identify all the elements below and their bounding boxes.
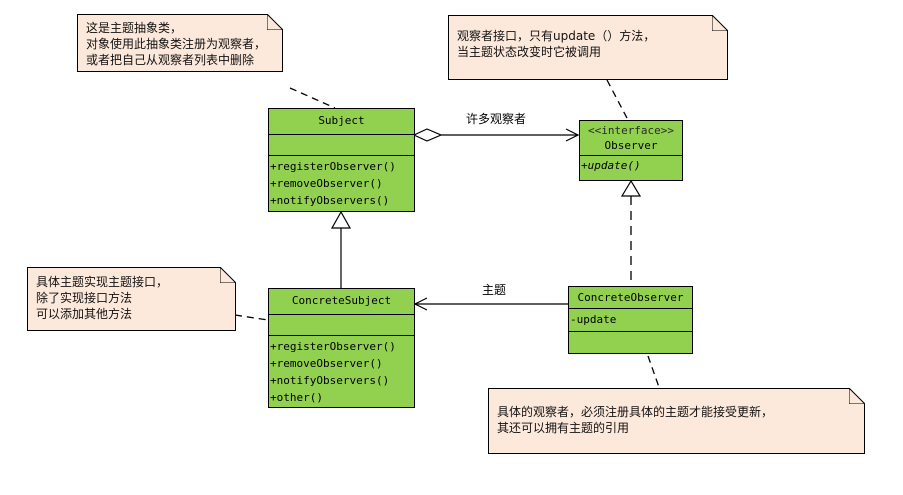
class-observer[interactable]: <<interface>> Observer +update() xyxy=(579,120,683,181)
operation: +update() xyxy=(581,159,641,172)
note-line: 或者把自己从观察者列表中删除 xyxy=(86,53,255,67)
operation: +removeObserver() xyxy=(270,177,383,190)
class-concrete-subject[interactable]: ConcreteSubject +registerObserver() +rem… xyxy=(268,288,415,408)
subject-note-anchor xyxy=(289,87,336,109)
class-name: ConcreteObserver xyxy=(577,291,684,304)
note-line: 其还可以拥有主题的引用 xyxy=(497,421,630,435)
note-line: 当主题状态改变时它被调用 xyxy=(457,45,602,59)
class-name: Observer xyxy=(604,139,658,152)
operation: +registerObserver() xyxy=(270,340,396,353)
note-fold-icon xyxy=(849,388,865,404)
class-subject[interactable]: Subject +registerObserver() +removeObser… xyxy=(268,108,415,212)
association-label: 主题 xyxy=(482,283,507,297)
operations-compartment: +registerObserver() +removeObserver() +n… xyxy=(269,336,414,406)
concrete-observer-note-anchor xyxy=(647,355,661,391)
attributes-compartment xyxy=(269,315,414,336)
operation: +registerObserver() xyxy=(270,160,396,173)
association-arrowhead xyxy=(413,297,428,311)
class-name: ConcreteSubject xyxy=(291,294,392,307)
note-fold-icon xyxy=(267,14,283,30)
realization-triangle xyxy=(620,179,642,197)
stereotype: <<interface>> xyxy=(587,124,675,137)
concrete-subject-note: 具体主题实现主题接口， 除了实现接口方法 可以添加其他方法 xyxy=(27,267,236,331)
observer-note-anchor xyxy=(606,79,629,121)
subject-note: 这是主题抽象类， 对象使用此抽象类注册为观察者， 或者把自己从观察者列表中删除 xyxy=(77,14,283,72)
note-line: 对象使用此抽象类注册为观察者， xyxy=(86,37,267,51)
attributes-compartment xyxy=(269,135,414,156)
aggregation-diamond xyxy=(412,128,443,142)
note-line: 具体主题实现主题接口， xyxy=(36,275,169,289)
operation: +notifyObservers() xyxy=(270,194,390,207)
attribute: -update xyxy=(570,313,617,326)
operations-compartment: +update() xyxy=(580,156,682,177)
operation: +other() xyxy=(270,391,323,404)
operation: +notifyObservers() xyxy=(270,374,390,387)
aggregation-label: 许多观察者 xyxy=(466,112,527,126)
note-line: 这是主题抽象类， xyxy=(86,21,183,35)
note-line: 观察者接口，只有update（）方法， xyxy=(457,29,656,43)
operations-compartment: +registerObserver() +removeObserver() +n… xyxy=(269,156,414,209)
class-name: Subject xyxy=(318,114,365,127)
note-line: 除了实现接口方法 xyxy=(36,291,133,305)
operations-compartment xyxy=(569,332,692,352)
note-line: 具体的观察者，必须注册具体的主题才能接受更新， xyxy=(497,405,774,419)
note-fold-icon xyxy=(712,15,728,31)
operation: +removeObserver() xyxy=(270,357,383,370)
note-fold-icon xyxy=(220,267,236,283)
concrete-subject-note-anchor xyxy=(234,314,269,321)
class-concrete-observer[interactable]: ConcreteObserver -update xyxy=(568,286,693,354)
concrete-observer-note: 具体的观察者，必须注册具体的主题才能接受更新， 其还可以拥有主题的引用 xyxy=(488,388,865,454)
generalization-triangle xyxy=(330,210,352,229)
aggregation-arrowhead xyxy=(565,128,580,142)
attributes-compartment: -update xyxy=(569,309,692,332)
observer-note: 观察者接口，只有update（）方法， 当主题状态改变时它被调用 xyxy=(448,15,728,80)
note-line: 可以添加其他方法 xyxy=(36,307,133,321)
